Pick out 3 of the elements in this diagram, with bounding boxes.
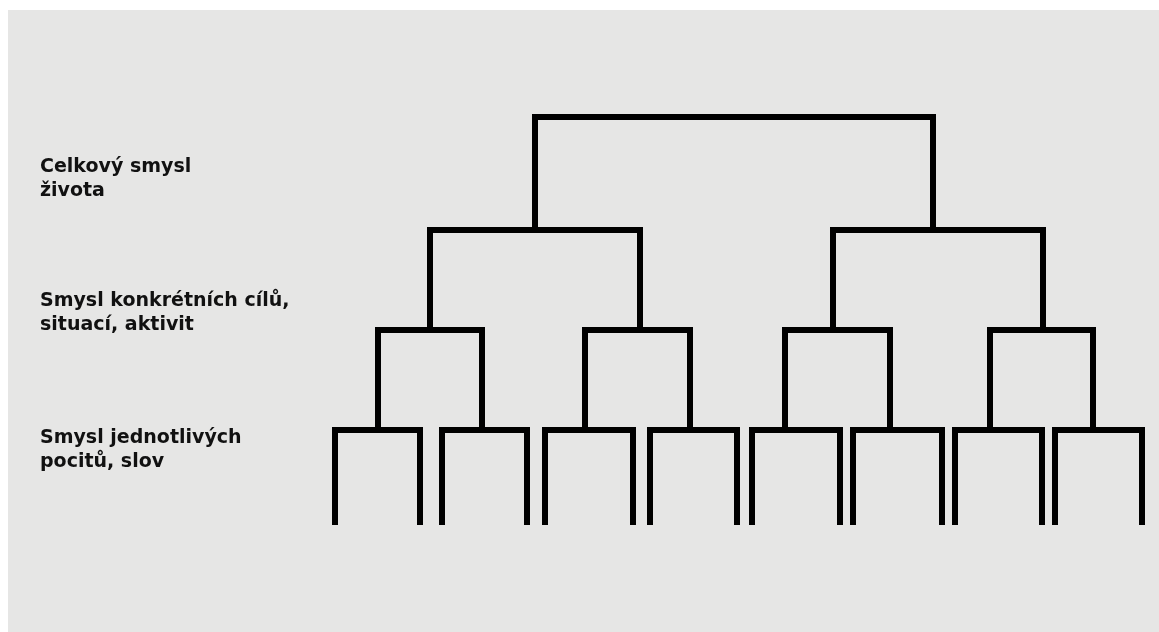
level-label: Smysl konkrétních cílů, situací, aktivit [40,287,291,335]
level-label: Celkový smysl života [40,153,193,201]
level-label: Smysl jednotlivých pocitů, slov [40,424,243,472]
